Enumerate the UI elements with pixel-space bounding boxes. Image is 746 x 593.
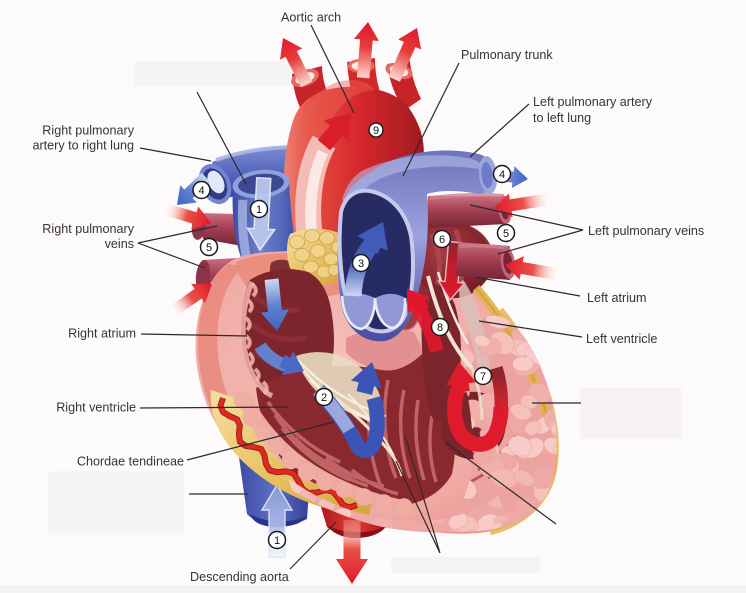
svg-text:Pulmonary trunk: Pulmonary trunk (461, 48, 553, 62)
svg-text:Left ventricle: Left ventricle (586, 332, 657, 346)
svg-text:1: 1 (256, 204, 262, 216)
svg-text:Left pulmonary veins: Left pulmonary veins (588, 224, 704, 238)
svg-text:8: 8 (437, 322, 443, 334)
svg-text:3: 3 (358, 258, 364, 270)
svg-text:1: 1 (274, 535, 280, 547)
svg-text:4: 4 (198, 185, 204, 197)
svg-text:5: 5 (206, 242, 212, 254)
svg-text:7: 7 (480, 371, 486, 383)
svg-text:veins: veins (105, 237, 134, 251)
svg-text:Right ventricle: Right ventricle (56, 401, 136, 415)
svg-text:Right pulmonary: Right pulmonary (42, 222, 134, 236)
svg-text:Right pulmonary: Right pulmonary (42, 124, 134, 138)
svg-text:4: 4 (499, 169, 505, 181)
svg-text:Chordae tendineae: Chordae tendineae (77, 455, 184, 469)
svg-text:2: 2 (321, 392, 327, 404)
svg-text:Aortic arch: Aortic arch (281, 11, 341, 25)
svg-text:Left atrium: Left atrium (587, 291, 647, 305)
svg-text:Right atrium: Right atrium (68, 327, 136, 341)
svg-text:5: 5 (503, 228, 509, 240)
svg-text:Descending aorta: Descending aorta (190, 570, 289, 584)
svg-text:9: 9 (373, 125, 379, 137)
svg-text:Left pulmonary artery: Left pulmonary artery (533, 95, 653, 109)
svg-text:to left lung: to left lung (533, 111, 591, 125)
svg-text:6: 6 (439, 234, 445, 246)
svg-text:artery to right lung: artery to right lung (32, 139, 134, 153)
